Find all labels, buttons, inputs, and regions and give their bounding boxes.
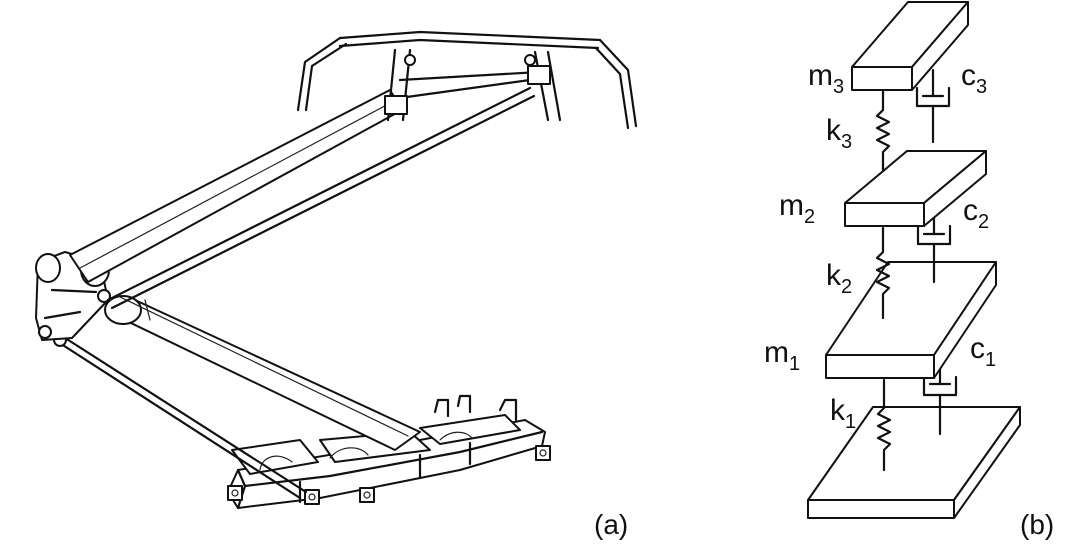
panel-label-b: (b) [1020, 509, 1054, 540]
label-m1: m1 [764, 336, 800, 375]
pantograph-illustration [35, 30, 638, 510]
ground-block [807, 406, 1021, 519]
label-m2: m2 [779, 189, 815, 228]
damper-c3 [915, 68, 951, 144]
mass-block-m2 [844, 150, 987, 227]
label-m3: m3 [808, 59, 844, 98]
mass-block-m1 [825, 261, 997, 379]
spring-k1 [876, 378, 892, 472]
pantograph-upper-arm [69, 78, 536, 310]
pantograph-lower-arm [104, 295, 421, 451]
label-k3: k3 [826, 114, 852, 153]
label-k1: k1 [830, 394, 856, 433]
lumped-mass-model: m3 c3 k3 m2 c2 k2 m1 c1 k1 [764, 1, 1021, 519]
spring-k3 [875, 86, 891, 172]
mass-block-m3 [851, 1, 969, 91]
label-c2: c2 [963, 194, 989, 233]
pantograph-lower-tie-rod [53, 333, 308, 500]
pantograph-pan-head [296, 30, 638, 130]
label-c1: c1 [970, 332, 996, 371]
pantograph-base-frame [227, 394, 551, 510]
spring-k2 [875, 226, 891, 320]
label-k2: k2 [826, 259, 852, 298]
label-c3: c3 [961, 59, 987, 98]
panel-label-a: (a) [594, 509, 628, 540]
